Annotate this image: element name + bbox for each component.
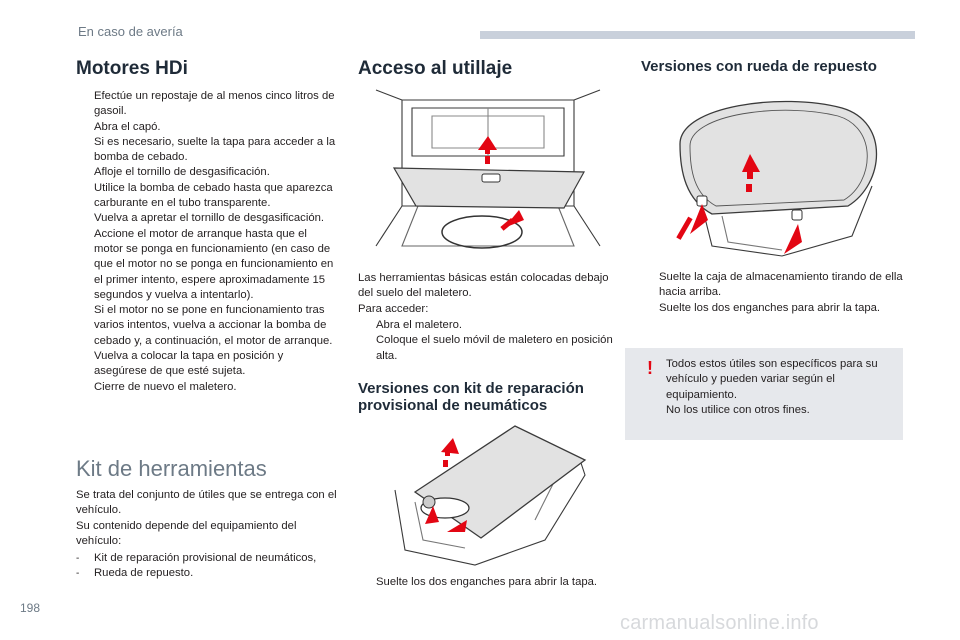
header-bar (480, 31, 915, 39)
note-text: Todos estos útiles son específicos para … (666, 357, 891, 418)
hdi-steps: Efectúe un repostaje de al menos cinco l… (76, 89, 338, 395)
note-line-1: Todos estos útiles son específicos para … (666, 358, 878, 401)
spare-wheel-illustration (676, 100, 877, 257)
title-acceso-utillaje: Acceso al utillaje (358, 58, 513, 79)
kit-intro: Se trata del conjunto de útiles que se e… (76, 489, 337, 517)
kit-items: -Kit de reparación provisional de neumát… (76, 551, 338, 582)
list-item: Suelte la caja de almacenamiento tirando… (659, 271, 903, 299)
list-item: Suelte los dos enganches para abrir la t… (376, 576, 598, 588)
title-kit-reparacion: Versiones con kit de reparación provisio… (358, 380, 584, 414)
repair-kit-illustration (394, 425, 587, 566)
watermark: carmanualsonline.info (620, 612, 819, 634)
title-motores-hdi: Motores HDi (76, 58, 188, 79)
list-item: Vuelva a apretar el tornillo de desgasif… (94, 212, 325, 225)
list-item: Coloque el suelo móvil de maletero en po… (376, 334, 613, 362)
kit-description: Se trata del conjunto de útiles que se e… (76, 488, 338, 549)
list-item: Abra el maletero. (376, 319, 463, 331)
title-rueda-repuesto: Versiones con rueda de repuesto (641, 58, 877, 75)
access-intro: Las herramientas básicas están colocadas… (358, 272, 609, 300)
exclamation-icon: ! (647, 358, 653, 378)
list-item: Cierre de nuevo el maletero. (94, 380, 237, 393)
list-item: Efectúe un repostaje de al menos cinco l… (94, 90, 335, 118)
kit-content: Su contenido depende del equipamiento de… (76, 519, 297, 547)
list-item: -Kit de reparación provisional de neumát… (76, 552, 317, 564)
section-header: En caso de avería (78, 24, 183, 39)
list-item: Abra el capó. (94, 120, 161, 133)
list-item: -Rueda de repuesto. (76, 567, 194, 580)
access-steps: Abra el maletero. Coloque el suelo móvil… (358, 318, 620, 364)
page-number: 198 (20, 601, 41, 615)
access-description: Las herramientas básicas están colocadas… (358, 271, 620, 317)
list-item: Si es necesario, suelte la tapa para acc… (94, 135, 336, 164)
note-line-2: No los utilice con otros fines. (666, 403, 810, 416)
repair-kit-steps: Suelte los dos enganches para abrir la t… (358, 575, 620, 590)
access-label: Para acceder: (358, 302, 429, 315)
list-item: Suelte los dos enganches para abrir la t… (659, 301, 881, 314)
list-item: Vuelva a colocar la tapa en posición y a… (94, 350, 284, 378)
spare-wheel-steps: Suelte la caja de almacenamiento tirando… (641, 270, 906, 316)
list-item: Accione el motor de arranque hasta que e… (94, 227, 334, 301)
list-item: Utilice la bomba de cebado hasta que apa… (94, 181, 333, 210)
list-item: Si el motor no se pone en funcionamiento… (94, 304, 333, 347)
list-item: Afloje el tornillo de desgasificación. (94, 166, 270, 179)
warning-note: ! Todos estos útiles son específicos par… (625, 348, 903, 440)
title-kit-herramientas: Kit de herramientas (76, 456, 267, 481)
trunk-illustration (375, 89, 601, 249)
